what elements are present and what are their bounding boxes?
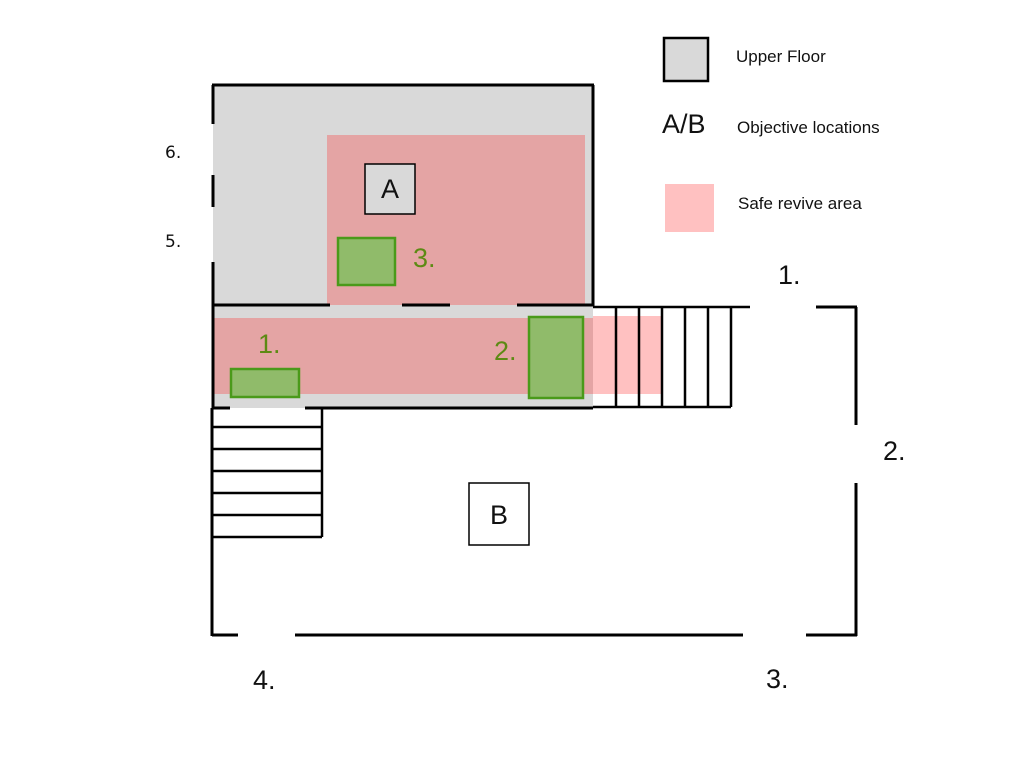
objective-a-label: A: [381, 174, 399, 204]
legend-objective-symbol: A/B: [662, 109, 706, 139]
legend-safe-revive-label: Safe revive area: [738, 194, 862, 213]
green-zone-label-1: 1.: [258, 329, 281, 359]
green-zone-1: [229, 367, 301, 399]
entrance-label-2: 2.: [883, 436, 906, 466]
legend-upper-floor-swatch: [662, 36, 710, 83]
upper-floor-walls: [211, 83, 595, 410]
green-zone-label-2: 2.: [494, 336, 517, 366]
objective-b-label: B: [490, 500, 508, 530]
green-zone-2: [527, 315, 585, 400]
lower-floor-walls: [210, 305, 858, 637]
legend-upper-floor-label: Upper Floor: [736, 47, 826, 66]
green-zone-3: [336, 236, 397, 287]
legend: Upper Floor A/B Objective locations Safe…: [662, 36, 880, 232]
legend-objective-label: Objective locations: [737, 118, 880, 137]
legend-safe-revive-swatch: [665, 184, 714, 232]
entrance-label-5: 5.: [165, 232, 181, 252]
entrance-label-3: 3.: [766, 664, 789, 694]
safe-revive-area-stairs: [593, 316, 661, 394]
entrance-label-1: 1.: [778, 260, 801, 290]
right-staircase: [593, 305, 750, 409]
entrance-label-6: 6.: [165, 143, 181, 163]
green-zone-label-3: 3.: [413, 243, 436, 273]
objective-a-box: [364, 163, 416, 215]
entrance-label-4: 4.: [253, 665, 276, 695]
objective-b-box: [468, 482, 530, 546]
left-staircase: [212, 408, 324, 539]
